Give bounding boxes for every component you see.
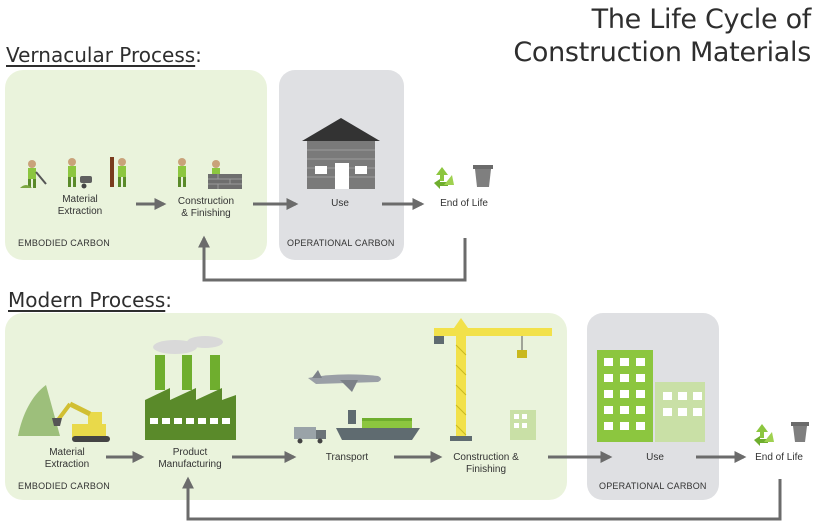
vernacular-endoflife-label: End of Life xyxy=(440,198,488,209)
title-line-1: The Life Cycle of xyxy=(591,4,812,35)
vernacular-heading-colon: : xyxy=(195,43,202,67)
modern-transport-label: Transport xyxy=(325,452,369,463)
worker-icon xyxy=(110,157,126,187)
cargo-ship-icon xyxy=(336,410,420,440)
modern-embodied-panel xyxy=(5,313,567,500)
modern-endoflife-label: End of Life xyxy=(755,452,803,463)
arrow-endoflife-loop xyxy=(182,476,782,521)
modern-heading: Modern Process: xyxy=(8,288,172,312)
modern-heading-text: Modern Process xyxy=(8,288,166,312)
modern-embodied-caption: EMBODIED CARBON xyxy=(18,481,111,491)
vernacular-use-label: Use xyxy=(331,198,349,209)
vernacular-operational-caption: OPERATIONAL CARBON xyxy=(287,238,395,248)
modern-construction-label: Construction & Finishing xyxy=(453,452,519,475)
worker-icon xyxy=(178,158,186,187)
modern-operational-caption: OPERATIONAL CARBON xyxy=(599,481,707,491)
arrow-endoflife-loop xyxy=(198,235,467,282)
modern-extraction-label: Material Extraction xyxy=(44,447,90,470)
factory-icon xyxy=(145,336,236,440)
vernacular-embodied-panel xyxy=(5,70,267,260)
house-icon xyxy=(302,118,380,189)
modern-arrows xyxy=(106,451,782,521)
recycle-icon xyxy=(434,167,454,189)
trash-bin-icon xyxy=(473,165,493,187)
vernacular-arrows xyxy=(136,198,467,282)
airplane-icon xyxy=(308,370,381,392)
vernacular-extraction-label: Material Extraction xyxy=(57,194,103,217)
building-frame-icon xyxy=(510,410,536,440)
trash-bin-icon xyxy=(791,422,809,442)
vernacular-heading-text: Vernacular Process xyxy=(6,43,196,67)
office-building-icon xyxy=(597,350,705,442)
modern-use-label: Use xyxy=(646,452,664,463)
title-line-2: Construction Materials xyxy=(513,37,811,68)
modern-heading-colon: : xyxy=(165,288,173,312)
vernacular-embodied-caption: EMBODIED CARBON xyxy=(18,238,111,248)
truck-icon xyxy=(294,427,326,444)
recycle-icon xyxy=(754,424,774,446)
worker-icon xyxy=(20,160,47,188)
brick-wall-icon xyxy=(208,160,242,189)
vernacular-heading: Vernacular Process: xyxy=(6,43,202,67)
worker-icon xyxy=(68,158,92,189)
vernacular-construction-label: Construction & Finishing xyxy=(177,196,235,219)
crane-icon xyxy=(434,318,552,441)
modern-manufacturing-label: Product Manufacturing xyxy=(158,447,222,470)
excavator-icon xyxy=(18,385,110,442)
